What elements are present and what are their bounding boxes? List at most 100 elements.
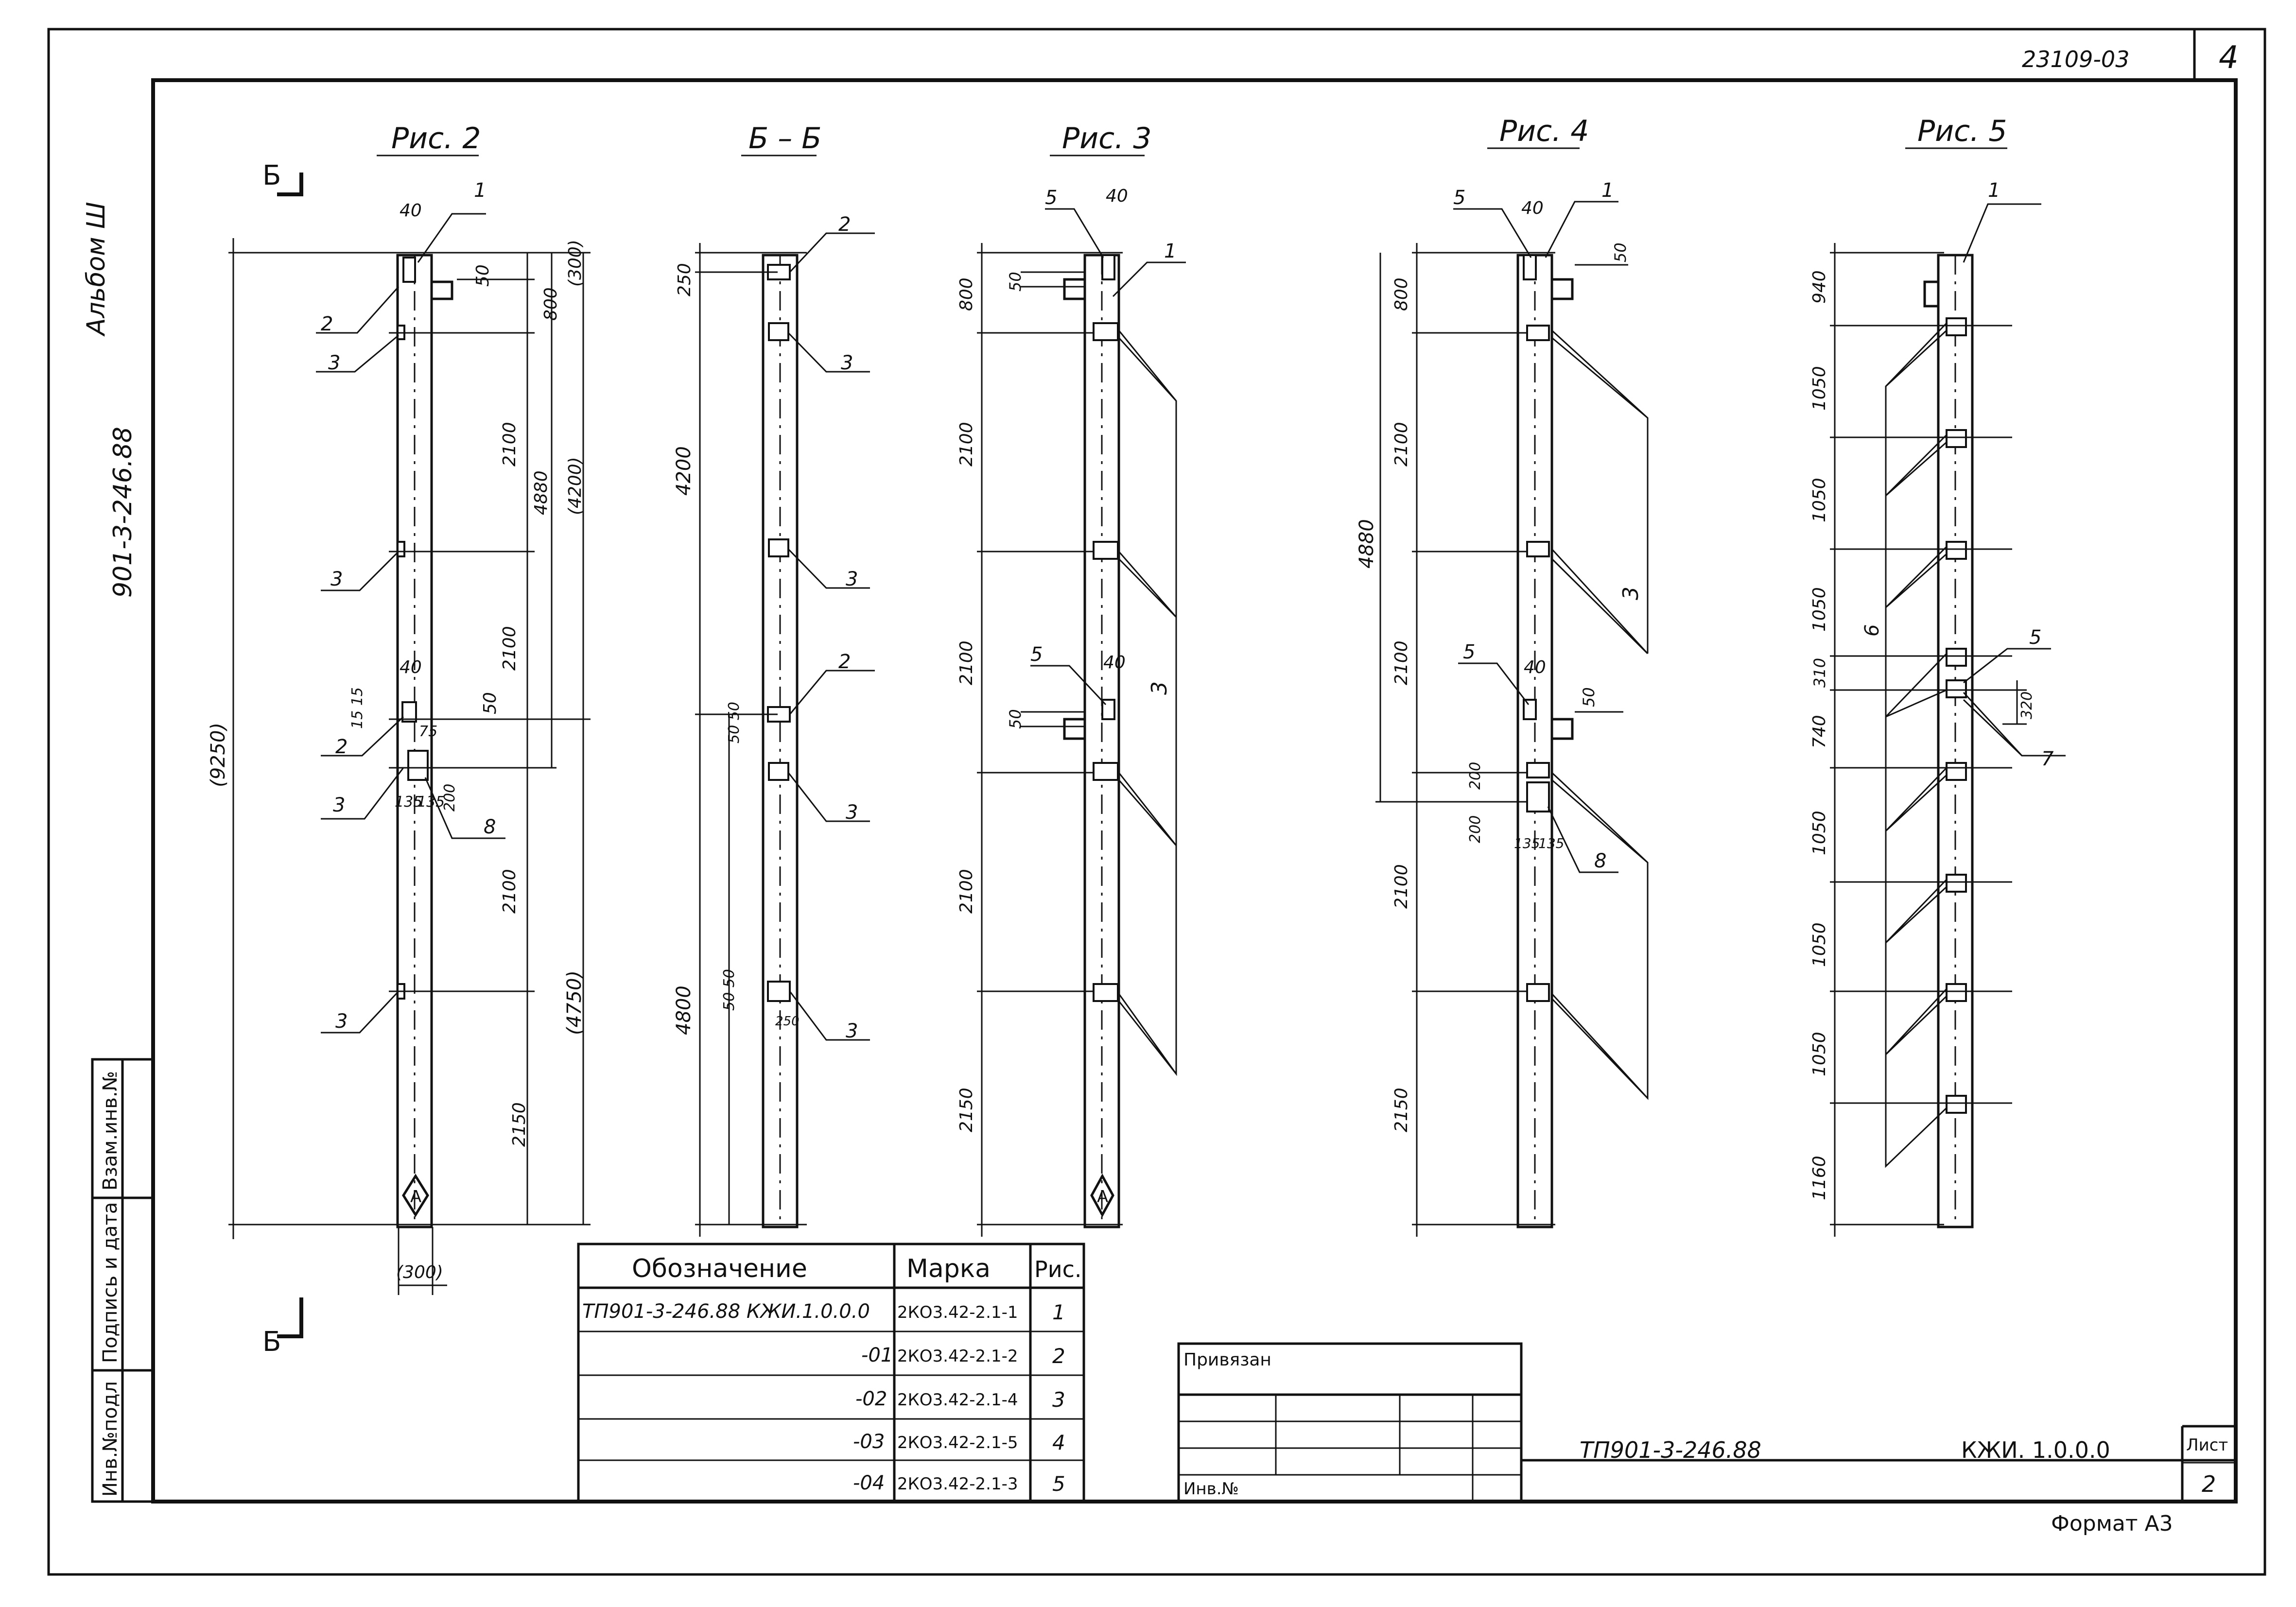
fig2-dim: 75 xyxy=(419,723,437,740)
fig2-dim: (300) xyxy=(396,1262,443,1282)
fig2-dim: (4200) xyxy=(565,457,585,515)
fig4-callout: 8 xyxy=(1594,850,1606,872)
figure-2: Рис. 2 Б Б А 40 xyxy=(207,121,591,1358)
spec-row-mark: 2КО3.42-2.1-2 xyxy=(897,1347,1018,1366)
fig4-dim: 40 xyxy=(1521,198,1544,218)
fig2-callout: 3 xyxy=(335,1010,348,1033)
fig2-callout: 3 xyxy=(333,794,345,816)
fig5-title: Рис. 5 xyxy=(1917,114,2007,148)
spec-row-designation: -03 xyxy=(853,1431,885,1453)
fig5-callout: 5 xyxy=(2029,626,2041,649)
doc-code: 23109-03 xyxy=(2022,46,2129,72)
fig4-dim: 50 xyxy=(1611,242,1630,262)
fig2-section-mark-top: Б xyxy=(262,160,281,191)
fig2-dim: 2100 xyxy=(500,422,520,467)
fig4-dim: 2100 xyxy=(1392,422,1411,467)
fig2-dim: 200 xyxy=(441,784,458,812)
fig3-dim: 50 xyxy=(1006,272,1025,292)
fig5-callout: 7 xyxy=(2041,748,2054,770)
fig3-dim: 2100 xyxy=(957,869,976,914)
figure-4: Рис. 4 40 50 800 4880 2100 2100 xyxy=(1356,114,1649,1237)
fig4-callout: 1 xyxy=(1601,179,1614,202)
fig2-dim: (4750) xyxy=(563,970,586,1035)
spec-row-fig: 3 xyxy=(1052,1388,1065,1412)
fig2-dim: (9250) xyxy=(207,723,229,787)
fig3-dim: 50 xyxy=(1006,709,1025,729)
spec-table: Обозначение Марка Рис. ТП901-3-246.88 КЖ… xyxy=(577,1243,1085,1503)
fig4-title: Рис. 4 xyxy=(1499,114,1589,148)
spec-header-fig: Рис. xyxy=(1034,1256,1082,1282)
fig2-callout: 2 xyxy=(321,313,333,335)
fig2-callout: 2 xyxy=(335,736,348,758)
fig2-callout: 3 xyxy=(330,568,343,590)
fig5-dim: 940 xyxy=(1809,270,1829,304)
fig4-dim: 4880 xyxy=(1356,519,1378,569)
fig2-dim: (300) xyxy=(565,240,585,287)
fig2-marker-diamond xyxy=(402,1174,429,1217)
fig4-dim: 135 xyxy=(1538,835,1564,851)
figbb-callout: 2 xyxy=(838,213,851,236)
fig2-callout: 3 xyxy=(328,352,340,374)
fig2-dim: 2150 xyxy=(509,1102,529,1147)
spec-row-designation: ТП901-3-246.88 КЖИ.1.0.0.0 xyxy=(582,1300,870,1323)
spec-row-mark: 2КО3.42-2.1-3 xyxy=(897,1474,1018,1494)
fig3-dim: 2100 xyxy=(957,640,976,685)
figbb-dim: 50 50 xyxy=(726,702,743,743)
figbb-callout: 2 xyxy=(838,651,851,673)
format-label: Формат А3 xyxy=(2051,1511,2173,1536)
spec-row-designation: -01 xyxy=(861,1344,893,1366)
spec-header-designation: Обозначение xyxy=(632,1254,807,1283)
fig3-callout: 1 xyxy=(1164,240,1176,262)
spec-row-mark: 2КО3.42-2.1-4 xyxy=(897,1390,1018,1410)
outer-frame xyxy=(47,28,2266,1576)
fig3-callout: 3 xyxy=(1147,681,1172,695)
fig2-dim: 40 xyxy=(400,657,422,677)
fig2-dim: 40 xyxy=(400,201,422,221)
spec-row-designation: -02 xyxy=(855,1388,887,1410)
sidebar-field-replace: Взам.инв.№ xyxy=(99,1071,122,1191)
title-sheet-number: 2 xyxy=(2202,1471,2216,1497)
title-doc-mark: КЖИ. 1.0.0.0 xyxy=(1961,1437,2110,1463)
page-number: 4 xyxy=(2219,40,2239,76)
fig5-callout: 6 xyxy=(1861,624,1883,637)
fig3-dim: 800 xyxy=(957,277,976,311)
fig2-dim: 50 xyxy=(480,692,500,714)
figbb-callout: 3 xyxy=(846,568,858,590)
fig2-dim: 50 xyxy=(473,264,493,287)
fig2-callout: 1 xyxy=(474,179,486,202)
fig5-dim: 1050 xyxy=(1809,811,1829,855)
title-project-code: ТП901-3-246.88 xyxy=(1580,1437,1761,1463)
fig3-marker-diamond xyxy=(1090,1173,1114,1218)
spec-row-fig: 4 xyxy=(1052,1431,1065,1454)
fig4-callout: 5 xyxy=(1463,641,1475,663)
fig2-dim: 15 15 xyxy=(349,687,366,729)
fig4-dim: 800 xyxy=(1392,277,1411,311)
figbb-dim: 4800 xyxy=(673,985,695,1035)
fig5-callout: 1 xyxy=(1988,179,2000,202)
fig4-dim: 2100 xyxy=(1392,864,1411,909)
fig5-dim: 1050 xyxy=(1809,587,1829,632)
fig2-dim: 2100 xyxy=(500,869,520,914)
fig2-callout: 8 xyxy=(484,816,496,838)
fig2-marker-text: А xyxy=(410,1187,421,1207)
fig3-dim: 40 xyxy=(1106,186,1128,206)
spec-row-fig: 2 xyxy=(1052,1344,1065,1368)
fig5-dim: 1050 xyxy=(1809,1032,1829,1076)
fig5-dim: 1050 xyxy=(1809,366,1829,411)
fig3-dim: 40 xyxy=(1103,653,1126,673)
figbb-dim: 250 xyxy=(675,263,695,296)
spec-row-fig: 1 xyxy=(1052,1300,1065,1324)
spec-row-mark: 2КО3.42-2.1-5 xyxy=(897,1433,1018,1452)
fig2-dim: 135 xyxy=(417,794,445,811)
figbb-callout: 3 xyxy=(846,1020,858,1042)
fig5-dim: 740 xyxy=(1809,715,1829,748)
fig3-dim: 2100 xyxy=(957,422,976,467)
fig5-dim: 1160 xyxy=(1809,1156,1829,1200)
fig5-dim: 1050 xyxy=(1809,922,1829,967)
fig4-dim: 40 xyxy=(1524,657,1546,677)
fig3-callout: 5 xyxy=(1045,187,1057,209)
figbb-callout: 3 xyxy=(841,352,853,374)
fig3-marker-text: А xyxy=(1097,1187,1108,1207)
stamp-inv-label: Инв.№ xyxy=(1183,1479,1239,1499)
